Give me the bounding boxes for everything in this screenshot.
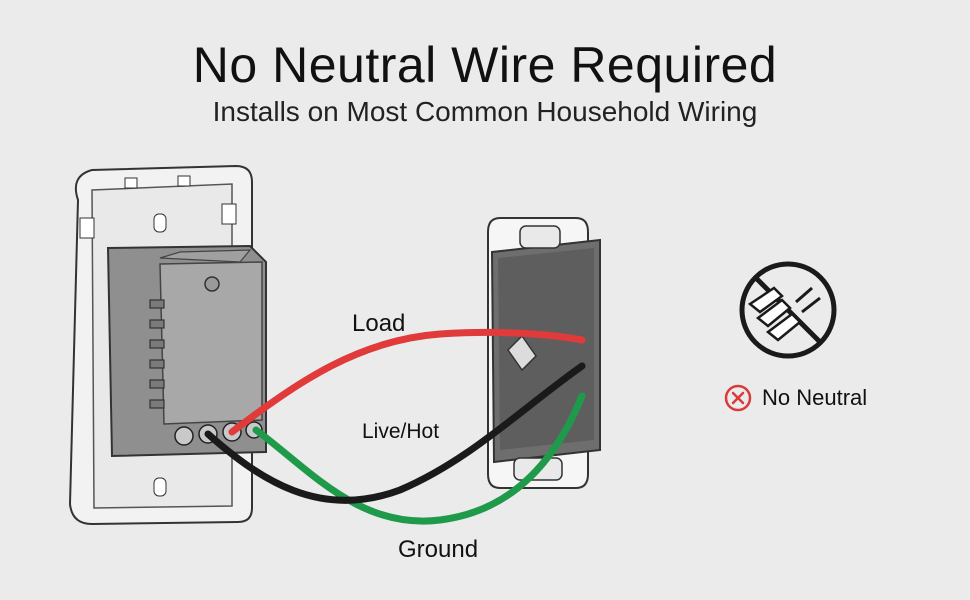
live-hot-label: Live/Hot <box>362 420 440 443</box>
electrical-wall-box <box>487 217 601 489</box>
load-wire <box>228 328 586 436</box>
page-title: No Neutral Wire Required <box>192 37 778 93</box>
ground-label: Ground <box>398 536 479 563</box>
no-neutral-text: No Neutral <box>762 385 868 410</box>
ground-wire <box>252 392 586 525</box>
no-plug-icon <box>739 261 837 359</box>
load-label: Load <box>352 310 406 337</box>
no-neutral-badge: No Neutral <box>724 384 867 412</box>
page-subtitle: Installs on Most Common Household Wiring <box>212 96 758 127</box>
smart-switch-body <box>106 244 267 458</box>
x-circle-icon <box>724 384 752 412</box>
live-hot-wire <box>204 362 586 504</box>
